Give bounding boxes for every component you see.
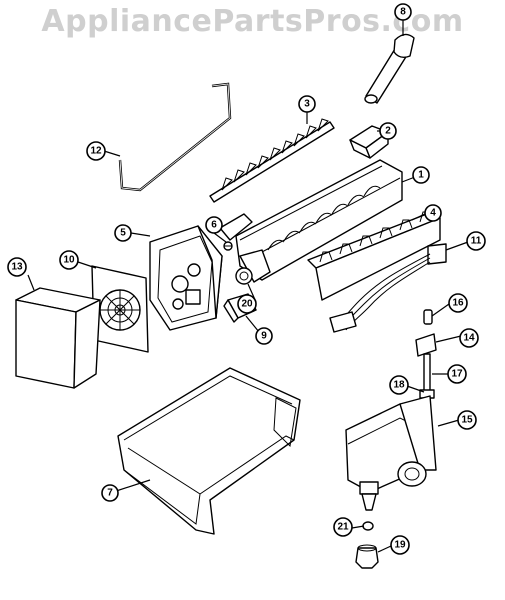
callout-18: 18	[389, 375, 409, 395]
callout-21: 21	[333, 517, 353, 537]
screw-part	[223, 241, 233, 251]
callout-8: 8	[394, 3, 412, 21]
svg-text:1: 1	[418, 170, 424, 181]
callout-2: 2	[379, 122, 397, 140]
callout-19: 19	[390, 535, 410, 555]
shutoff-arm-part	[118, 82, 232, 192]
svg-text:12: 12	[90, 146, 102, 157]
svg-text:21: 21	[337, 522, 349, 533]
callout-9: 9	[255, 327, 273, 345]
callout-13: 13	[7, 257, 27, 277]
cover-part	[15, 287, 101, 389]
ejector-part	[209, 118, 335, 203]
svg-text:9: 9	[261, 331, 267, 342]
ice-bin-part	[117, 367, 301, 535]
svg-text:2: 2	[385, 126, 391, 137]
svg-text:4: 4	[430, 208, 436, 219]
callout-6: 6	[205, 216, 223, 234]
callout-3: 3	[298, 95, 316, 113]
wire-harness-part	[329, 243, 447, 333]
svg-text:16: 16	[452, 298, 464, 309]
svg-text:7: 7	[107, 488, 113, 499]
svg-text:19: 19	[394, 540, 406, 551]
svg-text:5: 5	[120, 228, 126, 239]
callout-11: 11	[466, 231, 486, 251]
svg-text:6: 6	[211, 220, 217, 231]
svg-text:13: 13	[11, 262, 23, 273]
svg-text:15: 15	[461, 415, 473, 426]
svg-text:3: 3	[304, 99, 310, 110]
clamp-part	[415, 333, 437, 357]
svg-text:11: 11	[471, 236, 482, 247]
callout-20: 20	[237, 294, 257, 314]
washer-part	[362, 521, 374, 531]
svg-text:8: 8	[400, 7, 406, 18]
housing-part	[149, 225, 223, 331]
svg-text:17: 17	[451, 369, 463, 380]
gear-part	[235, 267, 253, 285]
callout-16: 16	[448, 293, 468, 313]
callout-5: 5	[114, 224, 132, 242]
svg-text:20: 20	[241, 299, 253, 310]
svg-text:18: 18	[393, 380, 405, 391]
module-part	[91, 265, 149, 353]
callout-15: 15	[457, 410, 477, 430]
mold-part	[219, 159, 403, 283]
callout-4: 4	[424, 204, 442, 222]
callout-17: 17	[447, 364, 467, 384]
callout-10: 10	[59, 250, 79, 270]
watermark: AppliancePartsPros.com	[41, 4, 464, 39]
fill-tube-part	[364, 33, 415, 104]
svg-text:14: 14	[463, 333, 475, 344]
svg-text:10: 10	[63, 255, 75, 266]
nut-part	[355, 544, 379, 569]
callout-14: 14	[459, 328, 479, 348]
water-valve-part	[345, 395, 437, 511]
callout-1: 1	[412, 166, 430, 184]
callout-12: 12	[86, 141, 106, 161]
callout-7: 7	[101, 484, 119, 502]
tube-part	[419, 353, 435, 399]
stripper-part	[307, 211, 441, 301]
fitting-part	[423, 309, 433, 325]
